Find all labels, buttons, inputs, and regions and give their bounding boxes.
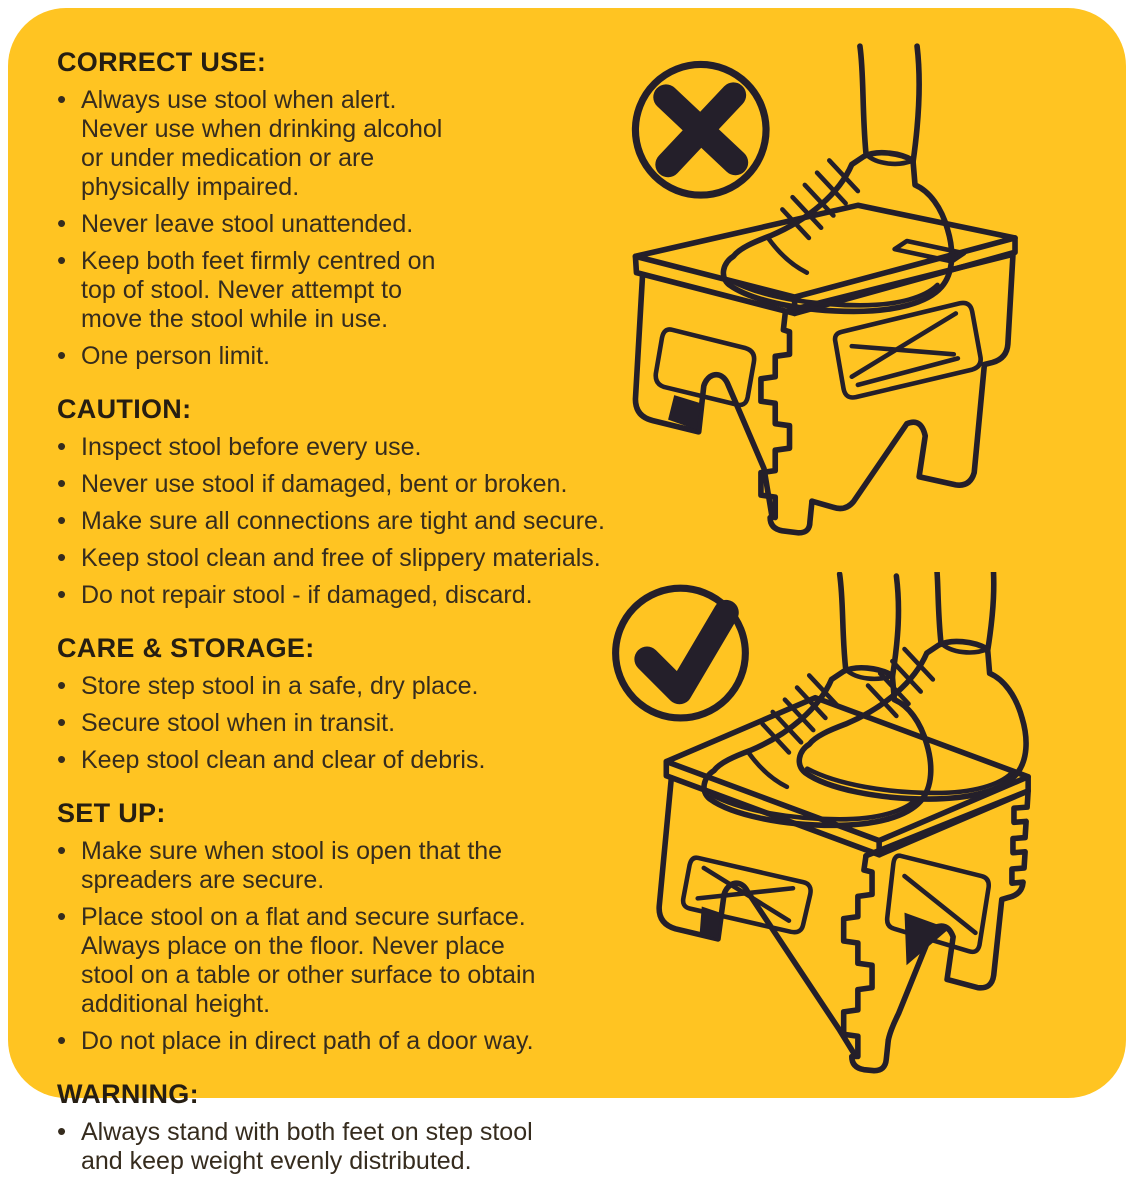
single-shoe-illustration (723, 46, 951, 311)
step-stool-illustration (632, 202, 1018, 536)
bullet-list: Always stand with both feet on step stoo… (49, 1117, 615, 1176)
cross-icon (631, 60, 770, 199)
step-stool-illustration (656, 694, 1031, 1074)
bullet-item: Always stand with both feet on step stoo… (57, 1117, 615, 1176)
bullet-item: Never leave stool unattended. (57, 209, 615, 239)
bullet-item: Store step stool in a safe, dry place. (57, 671, 615, 701)
bullet-item: Place stool on a flat and secure surface… (57, 902, 615, 1019)
bullet-item: Inspect stool before every use. (57, 432, 615, 462)
bullet-item: Always use stool when alert. Never use w… (57, 85, 615, 202)
section-heading: WARNING: (57, 1079, 199, 1109)
bullet-item: Keep both feet firmly centred on top of … (57, 246, 615, 334)
section-warning: WARNING: Always stand with both feet on … (49, 1078, 615, 1176)
section-heading: CORRECT USE: (57, 47, 267, 77)
instructions-text-column: CORRECT USE: Always use stool when alert… (49, 46, 615, 1198)
check-icon (612, 584, 749, 722)
bullet-list: Inspect stool before every use. Never us… (49, 432, 615, 610)
bullet-list: Make sure when stool is open that the sp… (49, 836, 615, 1056)
bullet-item: Make sure when stool is open that the sp… (57, 836, 615, 895)
incorrect-use-illustration (631, 40, 1018, 536)
pair-of-shoes-illustration (701, 572, 1029, 829)
correct-use-illustration (612, 572, 1031, 1074)
section-heading: CARE & STORAGE: (57, 633, 315, 663)
bullet-list: Store step stool in a safe, dry place. S… (49, 671, 615, 775)
section-heading: SET UP: (57, 798, 166, 828)
bullet-item: Keep stool clean and clear of debris. (57, 745, 615, 775)
section-care-storage: CARE & STORAGE: Store step stool in a sa… (49, 632, 615, 775)
section-caution: CAUTION: Inspect stool before every use.… (49, 393, 615, 610)
section-set-up: SET UP: Make sure when stool is open tha… (49, 797, 615, 1056)
bullet-item: Secure stool when in transit. (57, 708, 615, 738)
bullet-item: Do not repair stool - if damaged, discar… (57, 580, 615, 610)
bullet-list: Always use stool when alert. Never use w… (49, 85, 615, 371)
bullet-item: Make sure all connections are tight and … (57, 506, 615, 536)
bullet-item: One person limit. (57, 341, 615, 371)
bullet-item: Do not place in direct path of a door wa… (57, 1026, 615, 1056)
section-correct-use: CORRECT USE: Always use stool when alert… (49, 46, 615, 371)
bullet-item: Never use stool if damaged, bent or brok… (57, 469, 615, 499)
bullet-item: Keep stool clean and free of slippery ma… (57, 543, 615, 573)
section-heading: CAUTION: (57, 394, 192, 424)
